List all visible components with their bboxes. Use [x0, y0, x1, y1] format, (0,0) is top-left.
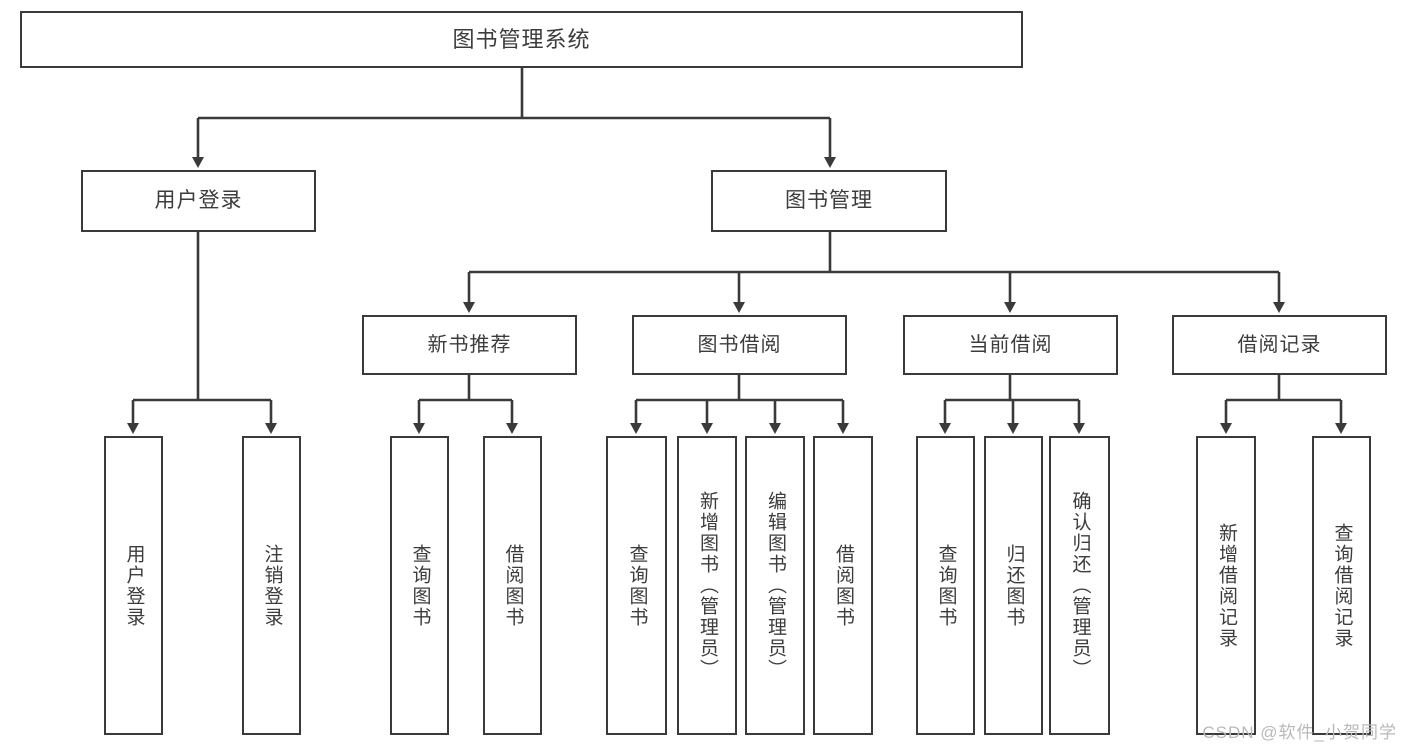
leaf-label: 查询图书	[626, 543, 648, 628]
leaf-label: 注销登录	[261, 543, 283, 628]
leaf-current-confirm-return[interactable]: 确认归还（管理员）	[1049, 436, 1110, 735]
node-borrow-record[interactable]: 借阅记录	[1172, 315, 1387, 375]
leaf-label: 用户登录	[123, 543, 145, 628]
node-borrow-record-label: 借阅记录	[1237, 333, 1322, 356]
leaf-user-login-login[interactable]: 用户登录	[104, 436, 163, 735]
leaf-label: 新增图书（管理员）	[696, 491, 718, 680]
node-current-borrow[interactable]: 当前借阅	[903, 315, 1118, 375]
node-book-management-label: 图书管理	[785, 188, 873, 212]
leaf-record-add[interactable]: 新增借阅记录	[1196, 436, 1256, 735]
leaf-label: 确认归还（管理员）	[1069, 491, 1091, 680]
leaf-borrow-edit-book[interactable]: 编辑图书（管理员）	[745, 436, 805, 735]
leaf-borrow-query-book[interactable]: 查询图书	[606, 436, 667, 735]
node-user-login-label: 用户登录	[154, 188, 243, 212]
node-root-label: 图书管理系统	[452, 26, 591, 52]
node-book-borrow[interactable]: 图书借阅	[632, 315, 847, 375]
leaf-borrow-add-book[interactable]: 新增图书（管理员）	[677, 436, 737, 735]
leaf-record-query[interactable]: 查询借阅记录	[1312, 436, 1371, 735]
node-new-book-recommend-label: 新书推荐	[427, 333, 512, 356]
node-root[interactable]: 图书管理系统	[20, 11, 1023, 68]
leaf-label: 新增借阅记录	[1215, 522, 1237, 649]
leaf-borrow-borrow-book[interactable]: 借阅图书	[813, 436, 873, 735]
leaf-label: 借阅图书	[832, 543, 854, 628]
leaf-current-return-book[interactable]: 归还图书	[984, 436, 1043, 735]
leaf-new-book-query[interactable]: 查询图书	[390, 436, 449, 735]
leaf-label: 查询图书	[409, 543, 431, 628]
watermark: CSDN @软件_小贺同学	[1202, 723, 1397, 742]
node-user-login[interactable]: 用户登录	[81, 170, 316, 232]
leaf-label: 查询借阅记录	[1331, 522, 1353, 649]
leaf-current-query-book[interactable]: 查询图书	[916, 436, 975, 735]
node-current-borrow-label: 当前借阅	[968, 333, 1053, 356]
leaf-label: 查询图书	[935, 543, 957, 628]
leaf-label: 归还图书	[1003, 543, 1025, 628]
node-book-borrow-label: 图书借阅	[697, 333, 782, 356]
leaf-user-login-logout[interactable]: 注销登录	[242, 436, 301, 735]
node-book-management[interactable]: 图书管理	[711, 170, 947, 232]
leaf-label: 编辑图书（管理员）	[764, 491, 786, 680]
node-new-book-recommend[interactable]: 新书推荐	[362, 315, 577, 375]
leaf-label: 借阅图书	[502, 543, 524, 628]
leaf-new-book-borrow[interactable]: 借阅图书	[483, 436, 542, 735]
